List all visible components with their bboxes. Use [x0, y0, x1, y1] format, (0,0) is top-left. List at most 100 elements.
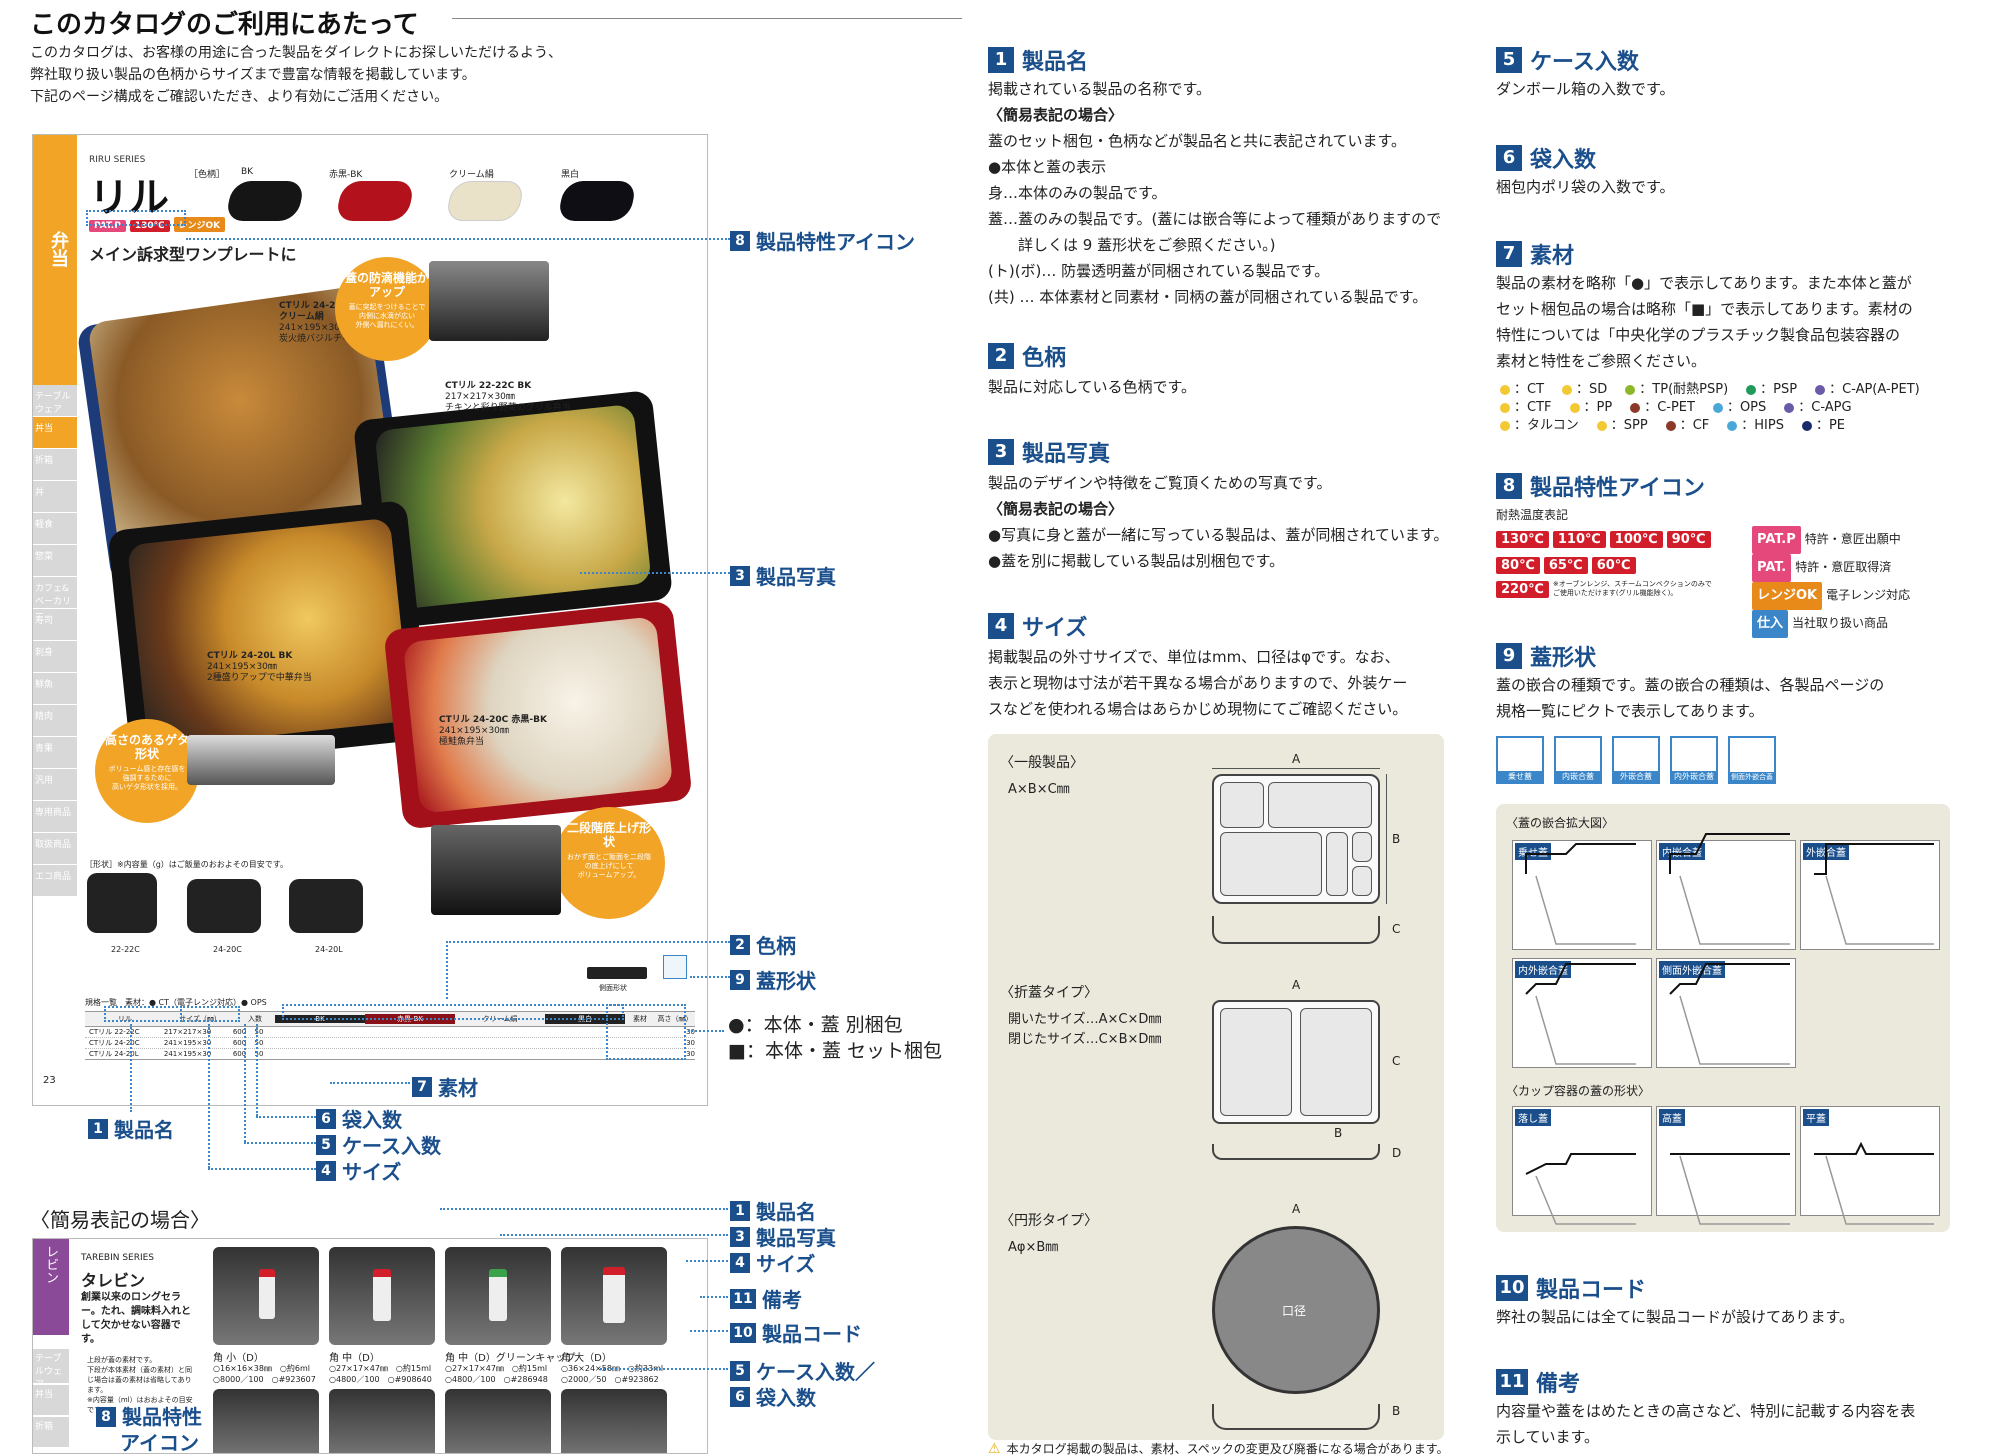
product-card-5[interactable]: [213, 1389, 319, 1453]
line-2: [446, 941, 730, 943]
round-bore-label: 口径: [1282, 1304, 1307, 1318]
line-7: [330, 1082, 410, 1084]
side-nav-item[interactable]: 折箱: [33, 449, 77, 481]
side-nav-item[interactable]: 軽食: [33, 513, 77, 545]
line-3: [580, 572, 730, 574]
side-nav-item[interactable]: 取扱商品: [33, 833, 77, 865]
lid-tile-side: 側面外嵌合蓋: [1656, 958, 1796, 1068]
side-nav-item[interactable]: 寿司: [33, 609, 77, 641]
spec-heading: 規格一覧 素材：● CT（電子レンジ対応）● OPS: [85, 998, 267, 1007]
simple-side-tab: [33, 1239, 69, 1335]
simple-line-1: [440, 1208, 728, 1210]
product-name-3: 角 中（D）グリーンキャップ: [445, 1353, 576, 1364]
simple-side-nav-1[interactable]: テーブルウェア: [33, 1349, 69, 1390]
cup-tile-high: 高蓋: [1656, 1106, 1796, 1216]
side-nav-item[interactable]: カフェ&ベーカリー: [33, 577, 77, 620]
simple-side-nav-2[interactable]: 丼当: [33, 1385, 69, 1415]
side-nav-item[interactable]: 刺身: [33, 641, 77, 673]
simple-side-nav-3[interactable]: 折箱: [33, 1417, 69, 1447]
heat-badge-90: 90℃: [1666, 531, 1711, 548]
feature-photo-lid: [429, 261, 549, 341]
product-spec-3: ○27×17×47㎜ ○約15ml○4800／100 ○#286948: [445, 1364, 548, 1384]
color-swatch-redblack: [334, 181, 416, 221]
color-swatch-blackwhite: [556, 181, 638, 221]
size-round-title: 〈円形タイプ〉: [1000, 1213, 1098, 1229]
product-name-1: 角 小（D）: [213, 1353, 264, 1364]
product-card-8[interactable]: [561, 1389, 667, 1453]
side-nav-item[interactable]: 丼: [33, 481, 77, 513]
photo-food-chinese: [127, 517, 411, 749]
section-3-body: 製品のデザインや特徴をご覧頂くための写真です。〈簡易表記の場合〉●写真に身と蓋が…: [988, 474, 1449, 570]
fold-dim-d: D: [1392, 1146, 1402, 1160]
general-cell-6: [1352, 866, 1372, 896]
shape-24-20l: [289, 879, 363, 933]
side-nav-item[interactable]: テーブルウェア: [33, 385, 77, 417]
callout-frame-colors: [282, 1004, 624, 1020]
bottle-2: [373, 1269, 391, 1321]
section-2-body: 製品に対応している色柄です。: [988, 378, 1197, 396]
round-dim-b: B: [1392, 1404, 1401, 1418]
pat-badge: PAT.P: [89, 220, 126, 232]
heat-badges-row3: 220℃ ※オーブンレンジ、スチームコンベクションのみでご使用いただけます(グリ…: [1496, 580, 1712, 598]
sample-page: 弁当 テーブルウェア 丼当 折箱 丼 軽食 惣菜 カフェ&ベーカリー 寿司 刺身…: [32, 134, 708, 1106]
product-card-6[interactable]: [329, 1389, 435, 1453]
section-11-body: 内容量や蓋をはめたときの高さなど、特別に記載する内容を表示しています。: [1496, 1402, 1916, 1446]
lid-icon-outer: 外嵌合蓋: [1612, 736, 1660, 784]
callout-frame-material: [606, 1004, 686, 1060]
product-series-name: リル: [89, 175, 169, 221]
shape-label-22-22c: 22-22C: [111, 945, 140, 954]
shape-22-22c: [87, 873, 157, 933]
line-5v: [244, 1024, 246, 1142]
side-nav-item[interactable]: 汎用: [33, 769, 77, 801]
simple-heading: 〈簡易表記の場合〉: [30, 1208, 210, 1232]
line-5: [244, 1142, 316, 1144]
section-5-body: ダンボール箱の入数です。: [1496, 80, 1675, 98]
size-fold-title: 〈折蓋タイプ〉: [1000, 985, 1098, 1001]
heat-badge-65: 65℃: [1543, 557, 1588, 574]
heat-badge-80: 80℃: [1496, 557, 1540, 574]
side-nav-item[interactable]: 青果: [33, 737, 77, 769]
side-nav-item[interactable]: 専用商品: [33, 801, 77, 833]
side-nav-item[interactable]: 丼当: [33, 417, 77, 449]
side-nav-item[interactable]: 惣菜: [33, 545, 77, 577]
heat-label: 耐熱温度表記: [1496, 508, 1569, 522]
size-round-formula: Aφ×B㎜: [1008, 1240, 1059, 1255]
shape-label-24-20l: 24-20L: [315, 945, 343, 954]
product-card-7[interactable]: [445, 1389, 551, 1453]
lid-panel-title-2: 〈カップ容器の蓋の形状〉: [1506, 1084, 1651, 1098]
heat-badge-60: 60℃: [1591, 557, 1636, 574]
line-9: [690, 976, 730, 978]
side-nav-item[interactable]: エコ商品: [33, 865, 77, 897]
side-nav-item[interactable]: 鮮魚: [33, 673, 77, 705]
side-nav-item[interactable]: 精肉: [33, 705, 77, 737]
color-name-blackwhite: 黒白: [561, 170, 580, 180]
size-fold-open: 開いたサイズ…A×C×D㎜: [1008, 1012, 1162, 1027]
lid-icon-inner: 内嵌合蓋: [1554, 736, 1602, 784]
side-tab: [33, 135, 77, 385]
general-cell-1: [1220, 782, 1264, 828]
general-cell-2: [1268, 782, 1372, 828]
lid-icon-inout: 内外嵌合蓋: [1670, 736, 1718, 784]
color-name-redblack: 赤黒-BK: [329, 170, 363, 180]
feature-bubble-bottom: 二段階底上げ形状 おかず面とご飯面を二段階の底上げにしてボリュームアップ。: [553, 807, 665, 919]
heat-badge-220: 220℃: [1496, 580, 1549, 598]
